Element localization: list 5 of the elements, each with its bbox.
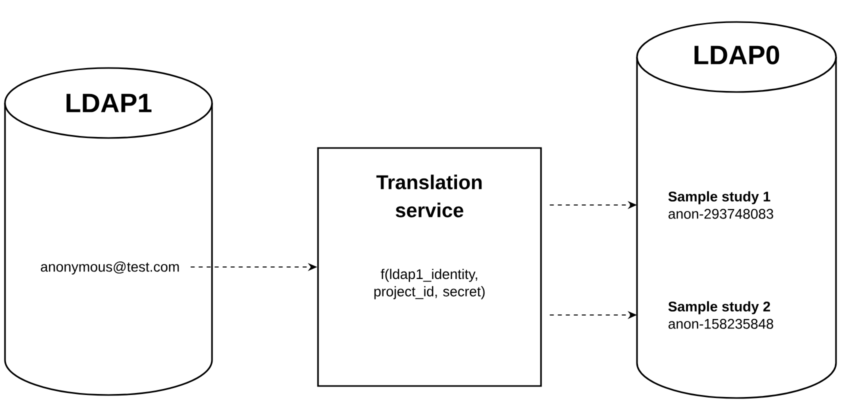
cylinder-heading: LDAP0	[694, 46, 780, 64]
formula-text: f(ldap1_identity, project_id, secret)	[374, 268, 485, 300]
study-entry: Sample study 1 anon-293748083	[668, 191, 774, 219]
study-entry: Sample study 2 anon-158235848	[668, 301, 774, 329]
box-title: Translation service	[376, 174, 482, 218]
